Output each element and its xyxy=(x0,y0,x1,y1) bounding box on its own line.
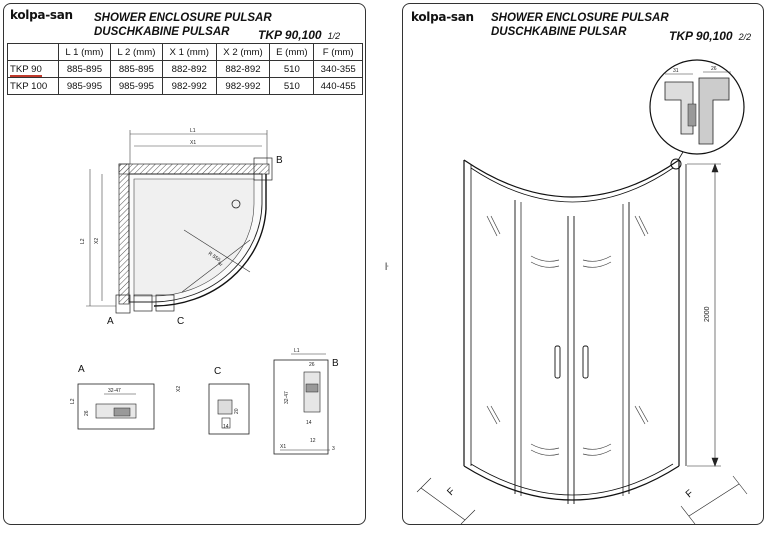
height-label: 2000 xyxy=(704,306,711,322)
callout-label-a: A xyxy=(107,316,114,327)
table-cell: 510 xyxy=(269,77,315,95)
door-handle-left xyxy=(554,345,561,379)
detail-a-frame xyxy=(77,383,155,430)
detail-circle xyxy=(649,59,745,155)
f-dimension-left xyxy=(416,477,476,524)
front-view-drawing: 31 26 xyxy=(416,59,748,524)
detail-b-insert xyxy=(305,383,319,393)
title-de: DUSCHKABINE PULSAR xyxy=(491,26,627,38)
detail-b-3247: 32-47 xyxy=(284,391,290,404)
height-dimension xyxy=(687,163,721,467)
detail-a-dim1: 32-47 xyxy=(108,388,121,394)
model-code-text: TKP 90,100 xyxy=(258,28,322,42)
detail-c-frame xyxy=(208,383,250,435)
detail-b-12: 12 xyxy=(310,438,316,444)
detail-c-dim2: 14 xyxy=(223,424,229,430)
dim-label-l2: L2 xyxy=(80,238,86,244)
model-name: TKP 90 xyxy=(10,63,42,77)
page-number: 1/2 xyxy=(327,31,341,41)
door-handle-right xyxy=(582,345,589,379)
detail-a-part xyxy=(113,407,131,417)
callout-b-box xyxy=(253,157,273,181)
dim-label-x1: X1 xyxy=(190,140,196,146)
dimensions-table: L 1 (mm) L 2 (mm) X 1 (mm) X 2 (mm) E (m… xyxy=(7,43,363,95)
tray-inner xyxy=(133,178,255,297)
drawing-sheet-1: kolpa-san SHOWER ENCLOSURE PULSAR DUSCHK… xyxy=(3,3,366,525)
radius-line xyxy=(183,229,251,273)
profile-detail: 31 26 xyxy=(649,59,745,163)
plan-view-drawing: L1 X1 L2 X2 R 550 E B A C A xyxy=(70,128,339,455)
detail-a: A 32-47 26 X2 L2 xyxy=(70,364,182,430)
profile-dim-2: 26 xyxy=(711,66,717,72)
dimension-l2 xyxy=(86,169,116,307)
brand-logo: kolpa-san xyxy=(411,10,474,24)
enclosure xyxy=(463,159,687,504)
profile-right xyxy=(698,77,730,145)
title-de: DUSCHKABINE PULSAR xyxy=(94,26,230,38)
detail-a-dim4: L2 xyxy=(70,398,76,404)
dimension-l1 xyxy=(129,130,268,164)
callout-a-box2 xyxy=(133,294,153,312)
title-en: SHOWER ENCLOSURE PULSAR xyxy=(94,12,272,24)
table-cell: 440-455 xyxy=(313,77,363,95)
detail-b: B L1 26 32-47 14 12 X1 3 xyxy=(273,348,339,455)
f-label-left: F xyxy=(445,486,457,498)
detail-a-dim2: 26 xyxy=(84,410,90,416)
f-label-right: F xyxy=(684,488,696,500)
detail-c-label: C xyxy=(214,366,221,377)
detail-c-foot xyxy=(221,417,231,429)
callout-label-b: B xyxy=(276,155,283,166)
drawing-sheet-2: kolpa-san SHOWER ENCLOSURE PULSAR DUSCHK… xyxy=(402,3,764,525)
dim-e-line xyxy=(181,239,251,293)
model-code: TKP 90,100 1/2 xyxy=(258,28,340,42)
detail-c-dim1: 20 xyxy=(234,408,240,414)
detail-b-26: 26 xyxy=(309,362,315,368)
dim-label-l1: L1 xyxy=(190,128,196,134)
callout-a-box xyxy=(115,294,131,314)
profile-dim-1: 31 xyxy=(673,68,679,74)
wall-left xyxy=(118,163,130,305)
table-header-row: L 1 (mm) L 2 (mm) X 1 (mm) X 2 (mm) E (m… xyxy=(7,43,363,61)
detail-c: C 20 14 xyxy=(208,366,250,435)
detail-a-dim3: X2 xyxy=(176,386,182,392)
wall-top xyxy=(118,163,270,175)
f-dimension-right xyxy=(680,475,748,524)
callout-c-box xyxy=(155,294,175,312)
detail-b-14: 14 xyxy=(306,420,312,426)
detail-c-bracket xyxy=(217,399,233,415)
detail-a-label: A xyxy=(78,364,85,375)
sliding-door-curve xyxy=(153,174,267,307)
callout-label-c: C xyxy=(177,316,184,327)
title-en: SHOWER ENCLOSURE PULSAR xyxy=(491,12,669,24)
dim-label-x2: X2 xyxy=(94,238,100,244)
profile-seal xyxy=(687,103,697,127)
detail-b-3: 3 xyxy=(332,446,335,452)
table-row: TKP 100 985-995 985-995 982-992 982-992 … xyxy=(7,77,363,95)
detail-b-frame xyxy=(273,359,329,455)
model-code-text: TKP 90,100 xyxy=(669,29,733,43)
page-number: 2/2 xyxy=(738,32,752,42)
profile-left xyxy=(664,81,694,135)
table-cell: 985-995 xyxy=(109,77,163,95)
glass-reflections xyxy=(486,215,649,456)
brand-logo: kolpa-san xyxy=(10,8,73,22)
model-code: TKP 90,100 2/2 xyxy=(669,29,751,43)
detail-b-label: B xyxy=(332,358,339,369)
sheet-separator: ŀ xyxy=(385,262,389,273)
drain-icon xyxy=(231,199,241,209)
dim-label-e: E xyxy=(218,260,225,267)
detail-b-l1: L1 xyxy=(294,348,300,354)
detail-b-x1: X1 xyxy=(280,444,286,450)
